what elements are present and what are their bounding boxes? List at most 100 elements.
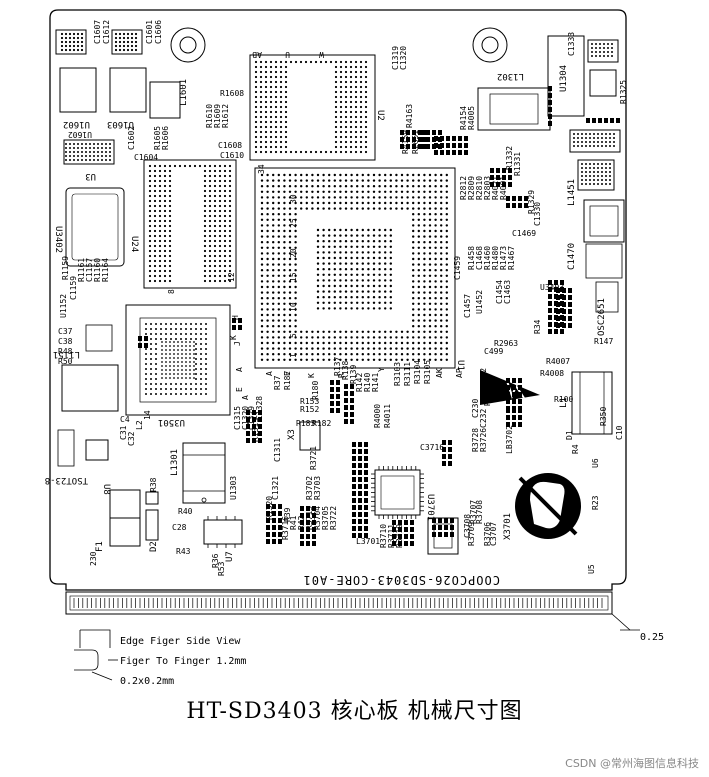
chip-label-u3701: U3701 [425,494,435,521]
silk-label-c1468: C1468 [475,246,484,270]
silk-label-r3703: R3703 [313,476,322,500]
silk-label-c1329: C1329 [247,406,256,430]
silk-label-y: Y [377,367,386,372]
silk-label-u6: U6 [591,458,600,468]
inductor-l1301: L1301 [170,442,226,504]
silk-label-n30: 30 [289,194,298,204]
silk-label-c1157: C1157 [85,258,94,282]
chip-label-u2: U2 [375,110,385,121]
silk-label-r3709: R3709 [467,522,476,546]
silk-label-c28: C28 [172,523,187,532]
silk-label-r1329: R1329 [527,190,536,214]
silk-label-r3708: R3708 [475,500,484,524]
silk-label-a3: A [241,395,250,400]
silk-label-r1610: R1610 [205,104,214,128]
board-silk-name: COOPCO26-SD3043-CORE-A01 [303,573,500,587]
silk-label-c1602: C1602 [127,126,136,150]
board-outline [49,9,627,591]
silk-label-r3704: R3704 [313,506,322,530]
chip-u7: U7 [203,516,243,562]
resistor-arrays [138,86,620,546]
silk-label-n12: 12 [227,272,236,282]
silk-label-r182: R182 [312,419,331,428]
silk-label-l3701: L3701 [356,537,380,546]
silk-label-ak: AK [435,368,444,378]
silk-label-c10: C10 [615,425,624,440]
silk-label-r2651: R2651 [411,130,420,154]
silk-label-r138: R138 [341,361,350,380]
inductor-label-l1451: L1451 [567,179,577,206]
silk-label-r3702: R3702 [305,476,314,500]
silk-label-r1467: R1467 [507,246,516,270]
inductor-label-l1301: L1301 [170,449,180,476]
res-label-r1325: R1325 [619,80,628,104]
silk-label-r1320: R1320 [265,496,274,520]
silk-label-c1454: C1454 [495,280,504,304]
silk-label-r40: R40 [178,507,193,516]
silk-label-u1152: U1152 [59,294,68,318]
silk-label-c31: C31 [119,425,128,440]
silk-label-c230: C230 [471,399,480,418]
silk-label-r187: R187 [283,371,292,390]
silk-label-r1605: R1605 [153,126,162,150]
crystal-label-x3701: X3701 [503,513,513,540]
silk-label-r4001: R4001 [499,176,508,200]
silk-label-w: W [319,50,324,59]
silk-label-r39: R39 [283,507,292,522]
silk-label-r2812: R2812 [459,176,468,200]
silk-label-ab: AB [252,50,262,59]
edge-side-view-callout: Edge Figer Side View Figer To Finger 1.2… [74,629,246,687]
silk-label-ap: AP [455,368,464,378]
silk-label-e: E [283,371,292,376]
silk-label-c1159: C1159 [69,276,78,300]
silk-label-r152: R152 [300,405,319,414]
flash-u3402: U3402 [53,187,125,267]
silk-label-u1303: U1303 [229,476,238,500]
silk-label-r1612: R1612 [221,104,230,128]
osc-label: OSC2651 [597,298,607,336]
silk-label-c3708: C3708 [463,514,472,538]
silk-label-r1606: R1606 [161,126,170,150]
finger-to-finger-label: Figer To Finger 1.2mm [120,656,246,667]
silk-label-c1319: C1319 [391,46,400,70]
silk-label-c38: C38 [58,337,73,346]
finger-size-label: 0.2x0.2mm [120,676,174,687]
silk-label-r4154: R4154 [459,106,468,130]
silk-label-r3103: R3103 [393,362,402,386]
power-modules-top-right: U1304 C1333 R1325 [547,32,628,191]
silk-label-r1458: R1458 [467,246,476,270]
silk-label-h: H [231,315,240,320]
silk-label-c1469: C1469 [512,229,536,238]
silk-label-r3719: R3719 [395,524,404,548]
silk-label-c1608: C1608 [218,141,242,150]
silk-label-r1164: R1164 [101,258,110,282]
silk-label-r350: R350 [599,407,608,426]
emmc-u3501: U3501 [125,304,231,427]
silk-label-r137: R137 [333,357,342,376]
silk-label-r4011: R4011 [383,404,392,428]
chip-label-u3402: U3402 [53,226,63,253]
silk-label-r1608: R1608 [220,89,244,98]
chip-label-u1603: U1603 [107,119,134,129]
silk-label-c1463: C1463 [503,280,512,304]
silk-label-r1331: R1331 [513,152,522,176]
silk-label-n25: 25 [289,218,298,228]
silk-label-n1: 1 [289,353,298,358]
silk-label-c1459: C1459 [453,256,462,280]
silk-label-l1602: U1602 [68,130,92,139]
watermark: CSDN @常州海图信息科技 [565,757,699,770]
inductor-label-l1151: L1151 [53,349,80,359]
silk-label-a2: A [235,367,244,372]
chip-label-u1: U1 [455,360,465,371]
chip-label-u3: U3 [85,171,96,181]
chip-label-u24: U24 [129,236,139,252]
silk-label-r37: R37 [273,375,282,390]
silk-label-r139: R139 [349,365,358,384]
silk-label-r1319: R1319 [251,418,260,442]
silk-label-r3716: R3716 [281,516,290,540]
silk-label-r1161: R1161 [77,258,86,282]
silk-label-l2: L2 [135,420,144,430]
cap-label-c1607: C1607 [93,20,102,44]
silk-label-r153: R153 [300,397,319,406]
